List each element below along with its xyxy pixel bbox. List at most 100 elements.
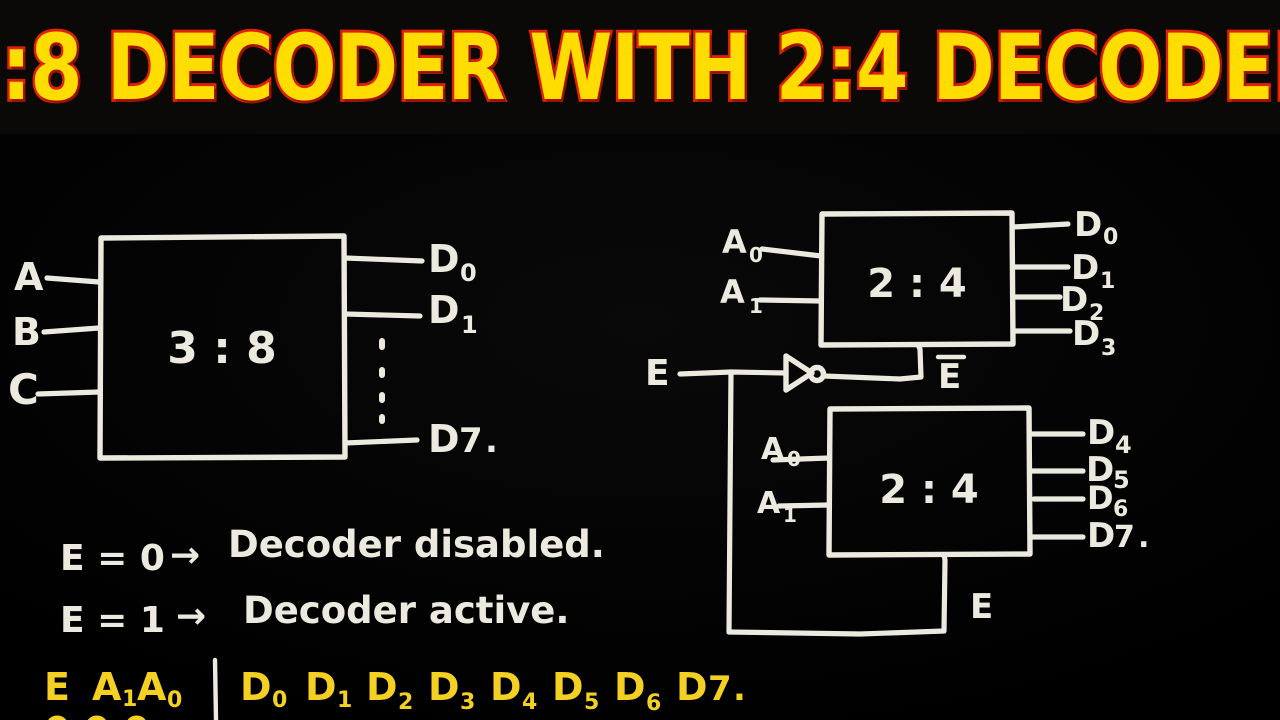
enable-network: E E E (645, 342, 993, 637)
input-label-a: A (14, 255, 44, 299)
top-input-label-a1: A 1 (720, 273, 763, 318)
bottom-input-label-a1-sub: 1 (783, 503, 797, 527)
top-output-label-d1-letter: D (1071, 248, 1099, 288)
truth-table-header-d0: D (240, 665, 272, 709)
truth-table-header-d2: D (366, 665, 398, 709)
decoder-38-block-label: 3 : 8 (167, 323, 276, 374)
top-output-label-d1: D 1 (1071, 248, 1115, 294)
top-input-wire-a1 (757, 297, 824, 304)
truth-table-header-d0-sub: 0 (272, 688, 287, 713)
bottom-input-label-a0: A 0 (761, 432, 801, 471)
lower-enable-label: E (970, 587, 993, 627)
output-label-d7-trailing: . (485, 421, 498, 461)
bottom-24-decoder: 2 : 4 A 0 A 1 D 4 (757, 405, 1149, 558)
truth-table-divider (212, 657, 219, 720)
output-label-d0-letter: D (428, 237, 460, 281)
truth-table-header-e: E (44, 665, 70, 709)
note-1-result: Decoder active. (243, 589, 569, 632)
bottom-output-label-d5-letter: D (1086, 450, 1114, 490)
truth-table-header-d5-sub: 5 (584, 690, 599, 715)
truth-table-header-d1: D (305, 665, 337, 709)
truth-table-header-d3-sub: 3 (460, 690, 475, 715)
top-output-label-d2-letter: D (1060, 280, 1088, 320)
note-0-arrow: → (170, 535, 200, 576)
note-1-condition: E = 1 (60, 600, 165, 641)
output-label-d0: D 0 (428, 237, 477, 287)
notes-group: E = 0 → Decoder disabled. E = 1 → Decode… (60, 523, 605, 641)
note-0-condition: E = 0 (60, 538, 165, 579)
output-wire-d0 (342, 255, 425, 264)
top-24-decoder: 2 : 4 A 0 A 1 D 0 (720, 205, 1118, 361)
output-label-d7-letter: D (428, 417, 460, 461)
note-0-result: Decoder disabled. (228, 523, 605, 566)
top-input-label-a0-sub: 0 (749, 243, 763, 267)
bottom-input-label-a1: A 1 (757, 486, 797, 527)
top-output-label-d2: D 2 (1060, 280, 1104, 326)
right-24-decoder-group: 2 : 4 A 0 A 1 D 0 (645, 205, 1149, 637)
not-gate-bubble-icon (807, 364, 827, 384)
input-wire-c (35, 389, 102, 397)
output-label-d7: D 7 . (428, 417, 498, 461)
output-label-d0-sub: 0 (460, 259, 477, 287)
truth-table-group: E A 1 A 0 D 0 D 1 D 2 D 3 D 4 D 5 D 6 D … (44, 657, 746, 720)
bottom-input-label-a1-letter: A (757, 486, 781, 521)
input-wire-a (44, 275, 102, 285)
enable-bar-label: E (938, 357, 961, 397)
note-1-arrow: → (176, 596, 206, 637)
left-38-decoder-group: 3 : 8 A B C D 0 D 1 D 7 (8, 233, 498, 461)
top-output-label-d2-sub: 2 (1089, 301, 1104, 326)
title-banner: 3:8 DECODER WITH 2:4 DECODER (0, 0, 1280, 134)
input-label-b: B (12, 310, 41, 354)
output-ellipsis-dots (379, 338, 385, 424)
top-output-label-d0-letter: D (1074, 205, 1102, 245)
output-wire-d7 (342, 437, 420, 446)
bottom-output-label-d7-sub: 7 (1114, 520, 1135, 555)
bottom-output-label-d6: D 6 (1087, 479, 1128, 522)
output-label-d7-sub: 7 (459, 421, 483, 461)
decoder-24-bottom-label: 2 : 4 (879, 467, 979, 513)
truth-table-header-d2-sub: 2 (398, 690, 413, 715)
bottom-output-label-d5: D 5 (1086, 450, 1130, 494)
top-output-label-d0: D 0 (1074, 205, 1118, 250)
top-input-wire-a0 (759, 246, 824, 259)
truth-table-header-d3: D (428, 665, 460, 709)
enable-input-label: E (645, 353, 670, 394)
bottom-input-wire-a1 (776, 502, 832, 509)
input-wire-b (41, 325, 102, 335)
bottom-output-label-d7-trailing: . (1138, 520, 1149, 555)
top-output-label-d3-sub: 3 (1101, 336, 1116, 361)
enable-loop-wire (726, 552, 948, 637)
page-title: 3:8 DECODER WITH 2:4 DECODER (0, 13, 1280, 121)
truth-table-header-a0: A (137, 665, 167, 709)
enable-wire-branch-down (726, 369, 734, 635)
bottom-output-label-d4-sub: 4 (1115, 431, 1132, 459)
truth-table-header-d4: D (490, 665, 522, 709)
bottom-input-wire-a0 (770, 455, 832, 463)
output-label-d1: D 1 (428, 288, 478, 339)
truth-table-header-d1-sub: 1 (337, 688, 352, 713)
bottom-input-label-a0-letter: A (761, 432, 785, 467)
truth-table-header-d7: D (676, 665, 708, 709)
bottom-output-label-d7-letter: D (1087, 516, 1115, 556)
bottom-output-label-d5-sub: 5 (1113, 466, 1130, 494)
truth-table-header-d5: D (552, 665, 584, 709)
decoder-24-top-label: 2 : 4 (867, 261, 967, 307)
truth-table-header-d6-sub: 6 (646, 691, 661, 716)
truth-table-row-partial: 0 0 0 (44, 709, 150, 720)
bottom-output-label-d4: D 4 (1087, 413, 1132, 459)
input-label-c: C (8, 365, 39, 414)
top-input-label-a1-sub: 1 (749, 294, 763, 318)
truth-table-header-a0-sub: 0 (167, 688, 182, 713)
top-input-label-a0: A 0 (722, 223, 763, 267)
top-output-wire-d0 (1010, 221, 1071, 230)
bottom-input-label-a0-sub: 0 (787, 447, 801, 471)
output-label-d1-sub: 1 (461, 311, 478, 339)
top-output-label-d3-letter: D (1072, 314, 1100, 354)
top-output-label-d3: D 3 (1072, 314, 1116, 361)
output-label-d1-letter: D (428, 288, 460, 332)
truth-table-header-period: . (733, 669, 746, 709)
output-wire-d1 (342, 311, 423, 319)
top-input-label-a0-letter: A (722, 223, 747, 261)
